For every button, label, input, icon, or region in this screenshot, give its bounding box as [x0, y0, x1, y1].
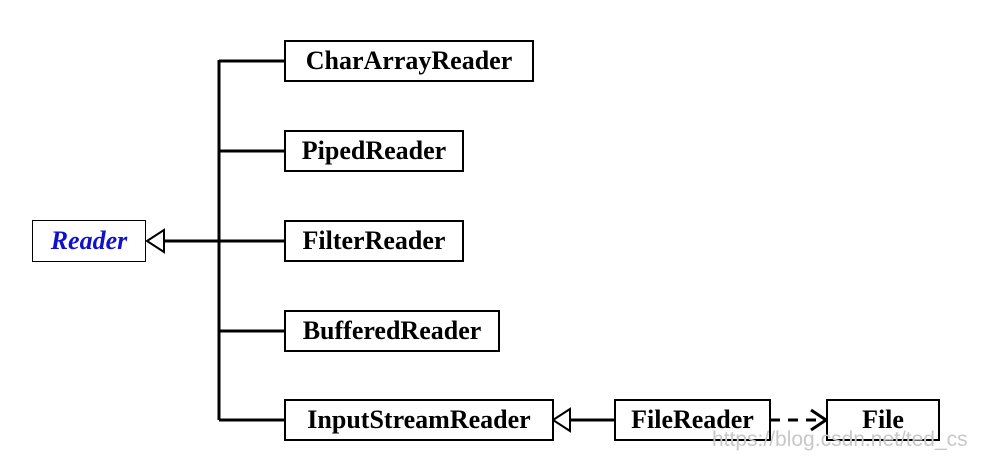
reader-class-box: Reader: [32, 220, 146, 262]
file-class-box: File: [826, 399, 940, 441]
bufferedreader-class-box: BufferedReader: [284, 310, 500, 352]
chararrayreader-class-box: CharArrayReader: [284, 40, 534, 82]
filereader-class-label: FileReader: [631, 405, 754, 434]
filereader-class-box: FileReader: [614, 399, 771, 441]
inheritance-arrowhead-inputstreamreader: [551, 407, 571, 433]
file-class-label: File: [862, 405, 904, 434]
pipedreader-class-box: PipedReader: [284, 130, 464, 172]
chararrayreader-class-label: CharArrayReader: [305, 46, 513, 75]
watermark-url: https://blog.csdn.net/ted_cs: [712, 428, 968, 451]
inputstreamreader-class-label: InputStreamReader: [307, 405, 531, 434]
inheritance-arrowhead-reader: [145, 228, 165, 254]
filterreader-class-box: FilterReader: [284, 220, 464, 262]
filterreader-class-label: FilterReader: [302, 226, 446, 255]
pipedreader-class-label: PipedReader: [301, 136, 447, 165]
bufferedreader-class-label: BufferedReader: [302, 316, 482, 345]
reader-class-label: Reader: [50, 226, 128, 255]
inputstreamreader-class-box: InputStreamReader: [284, 399, 554, 441]
